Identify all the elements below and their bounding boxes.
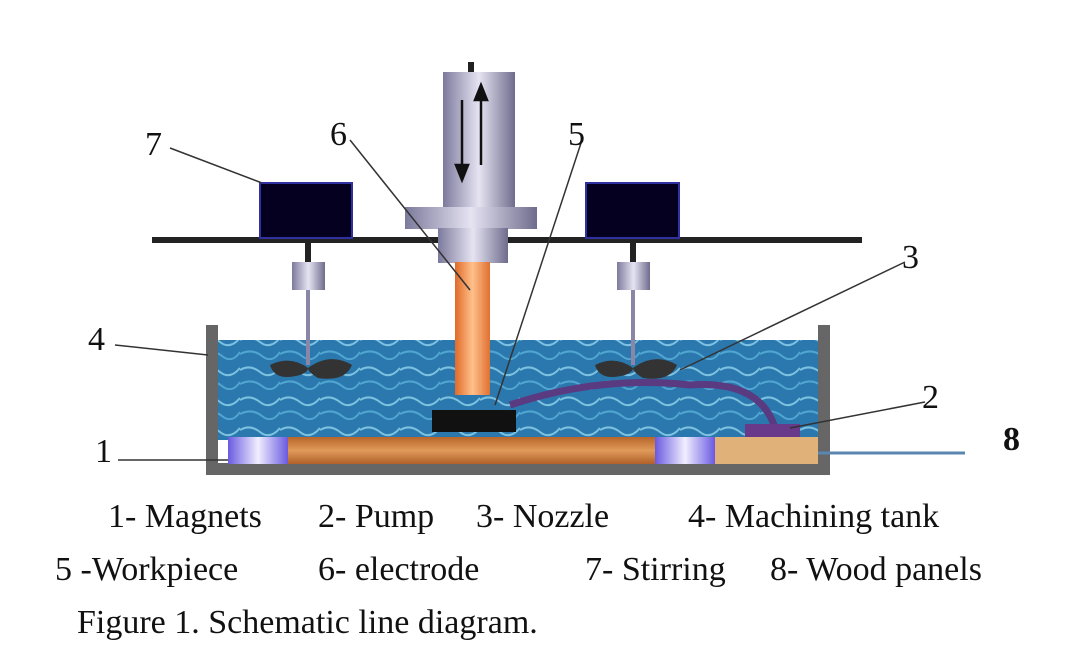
machining-tank <box>206 325 830 475</box>
label-7: 7 <box>145 126 162 163</box>
electrode <box>455 262 490 395</box>
stirrer-right <box>595 243 677 379</box>
leader-lines <box>114 139 926 461</box>
stirring-motor-left <box>259 182 353 239</box>
legend-item: 7- Stirring <box>585 551 726 588</box>
label-5: 5 <box>568 116 585 153</box>
label-6: 6 <box>330 116 347 153</box>
magnet-right <box>655 437 715 464</box>
legend-line-1: 1- Magnets 2- Pump 3- Nozzle 4- Machinin… <box>0 498 1086 538</box>
stirrer-left <box>270 243 352 379</box>
wood-panel-right <box>715 437 818 464</box>
workpiece <box>432 410 516 432</box>
nozzle-hose <box>508 379 779 430</box>
legend-item: 8- Wood panels <box>770 551 982 588</box>
label-8: 8 <box>1003 421 1020 458</box>
legend-item: 3- Nozzle <box>476 498 610 535</box>
label-3: 3 <box>902 239 919 276</box>
legend-item: 5 -Workpiece <box>55 551 239 588</box>
spindle <box>405 62 537 263</box>
legend-item: 2- Pump <box>318 498 435 535</box>
up-down-arrow-icon <box>454 81 489 184</box>
stirring-motor-right <box>585 182 680 239</box>
legend-item: 6- electrode <box>318 551 480 588</box>
legend-line-2: 5 -Workpiece 6- electrode 7- Stirring 8-… <box>0 551 1086 591</box>
label-2: 2 <box>922 379 939 416</box>
legend-item: 4- Machining tank <box>688 498 940 535</box>
label-4: 4 <box>88 321 105 358</box>
legend-item: 1- Magnets <box>108 498 262 535</box>
dielectric-fluid <box>218 340 818 440</box>
magnet-left <box>228 437 288 464</box>
pump <box>745 424 800 437</box>
wood-panel <box>288 437 655 464</box>
label-1: 1 <box>95 433 112 470</box>
figure-caption: Figure 1. Schematic line diagram. <box>77 604 538 641</box>
